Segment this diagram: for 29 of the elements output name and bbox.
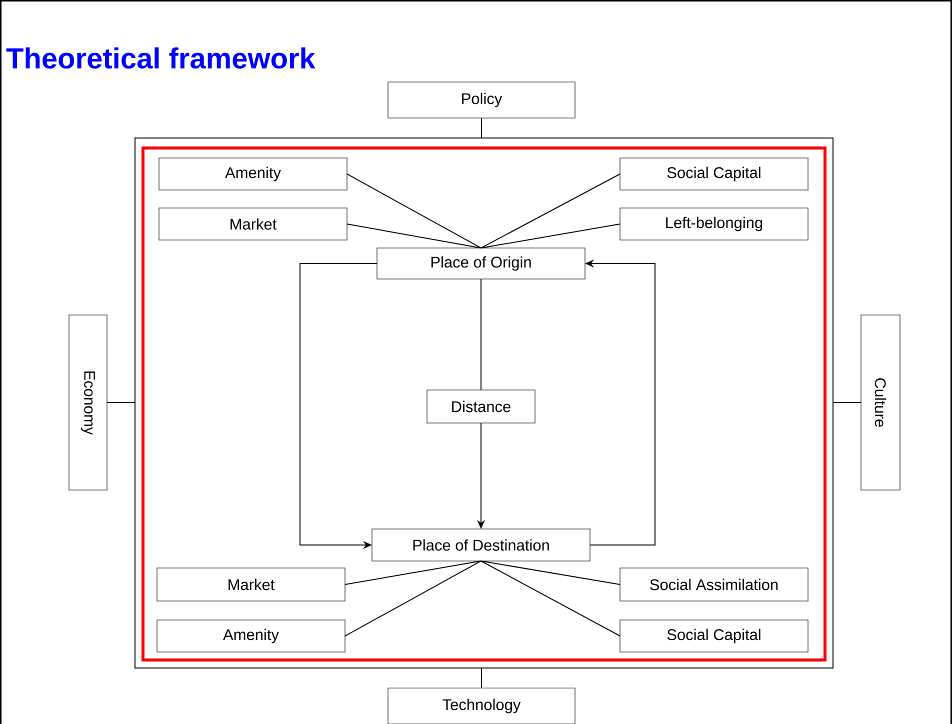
connector-line <box>106 402 136 403</box>
factor-box: Amenity <box>156 620 346 652</box>
connector-line <box>346 174 482 248</box>
factor-box: Left-belonging <box>620 208 808 240</box>
place-box: Place of Origin <box>376 248 586 280</box>
factor-box: Social Assimilation <box>620 568 808 602</box>
connector-line <box>832 402 862 403</box>
connector-line <box>344 560 482 636</box>
connector-line <box>480 560 620 585</box>
connector-line <box>480 560 620 636</box>
economy-box: Economy <box>68 314 108 490</box>
connector-line <box>481 668 482 688</box>
connector-line <box>344 560 482 585</box>
culture-box: Culture <box>860 314 900 490</box>
connector-line <box>481 118 482 138</box>
factor-box: Market <box>156 568 346 602</box>
policy-box: Policy <box>388 82 576 118</box>
factor-box: Market <box>158 208 348 240</box>
factor-box: Social Capital <box>620 620 808 652</box>
connector-line <box>480 174 620 248</box>
distance-box: Distance <box>426 390 536 424</box>
connector-line <box>480 278 482 390</box>
connector-line <box>480 224 620 248</box>
title: Theoretical framework <box>6 47 316 69</box>
factor-box: Social Capital <box>620 158 808 190</box>
technology-box: Technology <box>388 688 576 724</box>
factor-box: Amenity <box>158 158 348 190</box>
place-box: Place of Destination <box>372 528 590 562</box>
connector-line <box>346 224 482 248</box>
